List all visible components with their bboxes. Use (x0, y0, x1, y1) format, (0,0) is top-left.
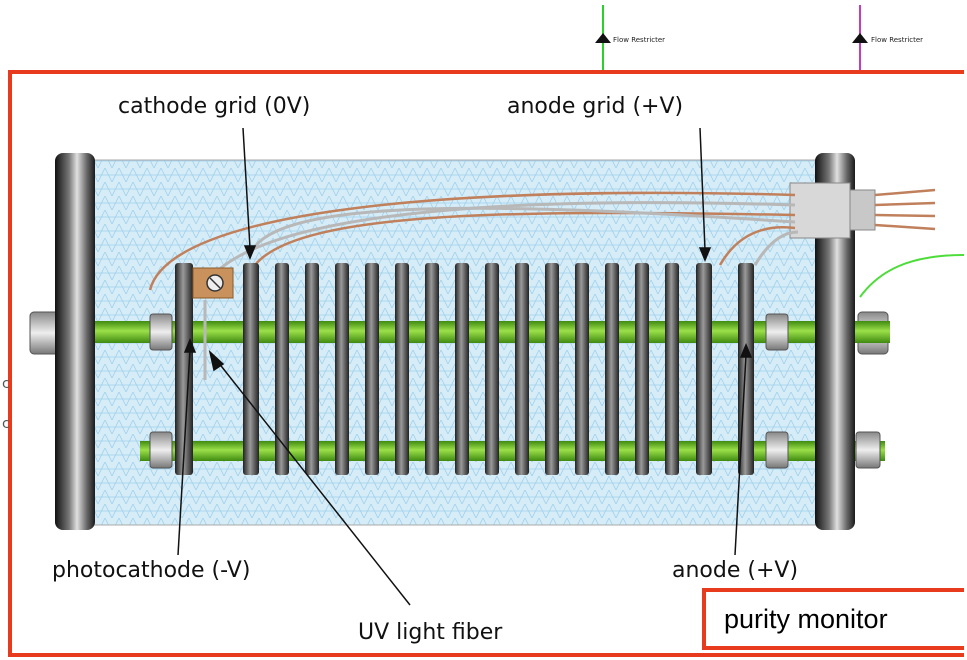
title-box: purity monitor (702, 588, 964, 650)
flow-restricter-left-label: Flow Restricter (613, 36, 666, 44)
photocathode-label: photocathode (-V) (52, 558, 251, 583)
callout-arrows (177, 127, 753, 606)
rod-nut (855, 431, 881, 469)
cathode-grid-ring (243, 263, 259, 475)
rod-nut (149, 313, 173, 351)
flow-arrow-icon (852, 33, 868, 43)
field-shaping-rings (243, 263, 754, 475)
uv-fiber-label: UV light fiber (358, 620, 503, 645)
cathode-grid-label: cathode grid (0V) (118, 94, 311, 119)
photocathode-disk (175, 263, 193, 475)
feedthrough-connector (789, 182, 936, 239)
svg-text:c: c (2, 376, 10, 392)
rod-nut (765, 313, 789, 351)
flow-restricter-right (852, 5, 868, 70)
left-flange (55, 153, 95, 530)
rod-nut (149, 431, 173, 469)
rod-nut (765, 431, 789, 469)
red-frame (8, 70, 964, 657)
uv-fiber-holder (192, 267, 234, 380)
anode-grid-label: anode grid (+V) (507, 94, 684, 119)
internal-wires (148, 191, 799, 296)
svg-text:c: c (2, 416, 10, 432)
flow-restricter-right-label: Flow Restricter (871, 36, 924, 44)
signal-wire-green (859, 254, 965, 298)
right-flange (815, 153, 855, 530)
title-text: purity monitor (724, 604, 888, 634)
anode-label: anode (+V) (672, 558, 799, 583)
flow-restricter-left (595, 5, 611, 70)
anode-grid-ring (696, 263, 712, 475)
flow-arrow-icon (595, 33, 611, 43)
